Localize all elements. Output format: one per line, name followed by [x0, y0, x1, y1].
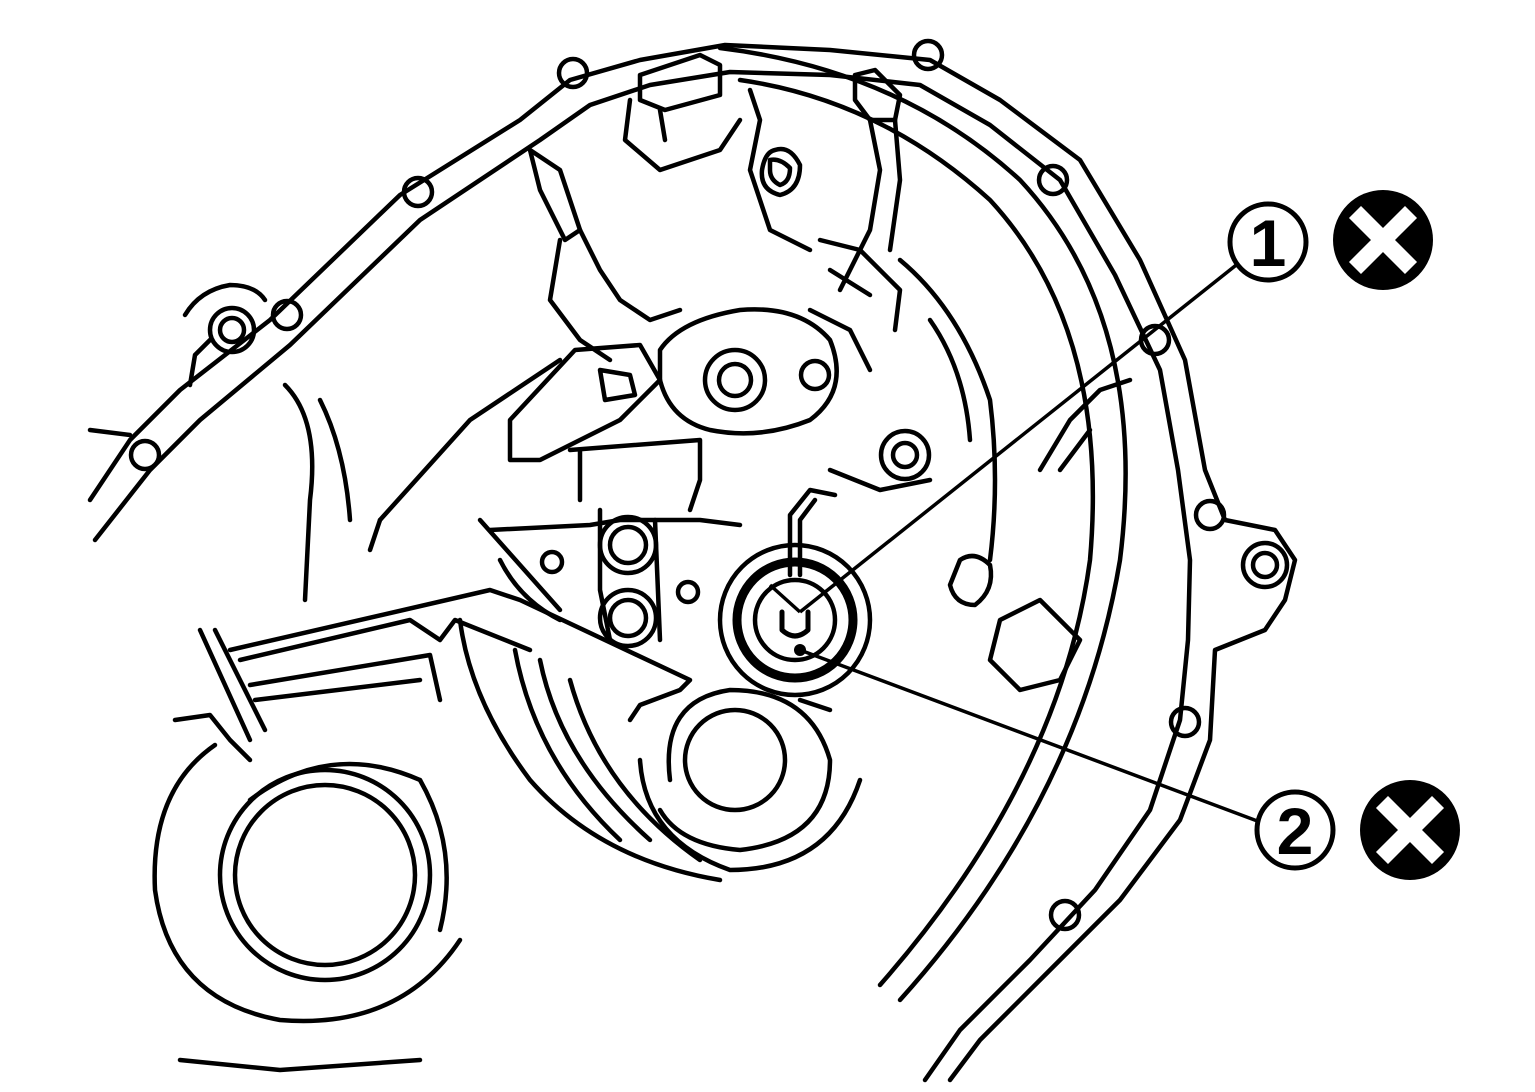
callout-2: 2 — [1254, 789, 1336, 871]
callout-1-circle — [1227, 201, 1309, 283]
lower-bracket-plate — [197, 587, 723, 883]
do-not-reuse-icon — [1333, 190, 1433, 290]
callout-2-number: 2 — [1277, 794, 1314, 868]
upper-bracket — [527, 52, 903, 373]
callout-2-circle — [1254, 789, 1336, 871]
callout-1-number: 1 — [1250, 206, 1287, 280]
callout-2-anchor-dot — [794, 644, 806, 656]
right-ribs — [827, 257, 1133, 693]
housing-flange — [87, 42, 1298, 1083]
flange-bolt-holes — [128, 38, 1290, 932]
oil-seal — [717, 487, 873, 698]
lower-bore — [637, 687, 863, 873]
callout-1: 1 — [1227, 201, 1309, 283]
do-not-reuse-icon — [1360, 780, 1460, 880]
left-bore — [152, 712, 463, 1073]
leader-lines — [768, 260, 1261, 824]
center-boss — [282, 307, 839, 603]
lower-shift-area — [477, 507, 743, 649]
